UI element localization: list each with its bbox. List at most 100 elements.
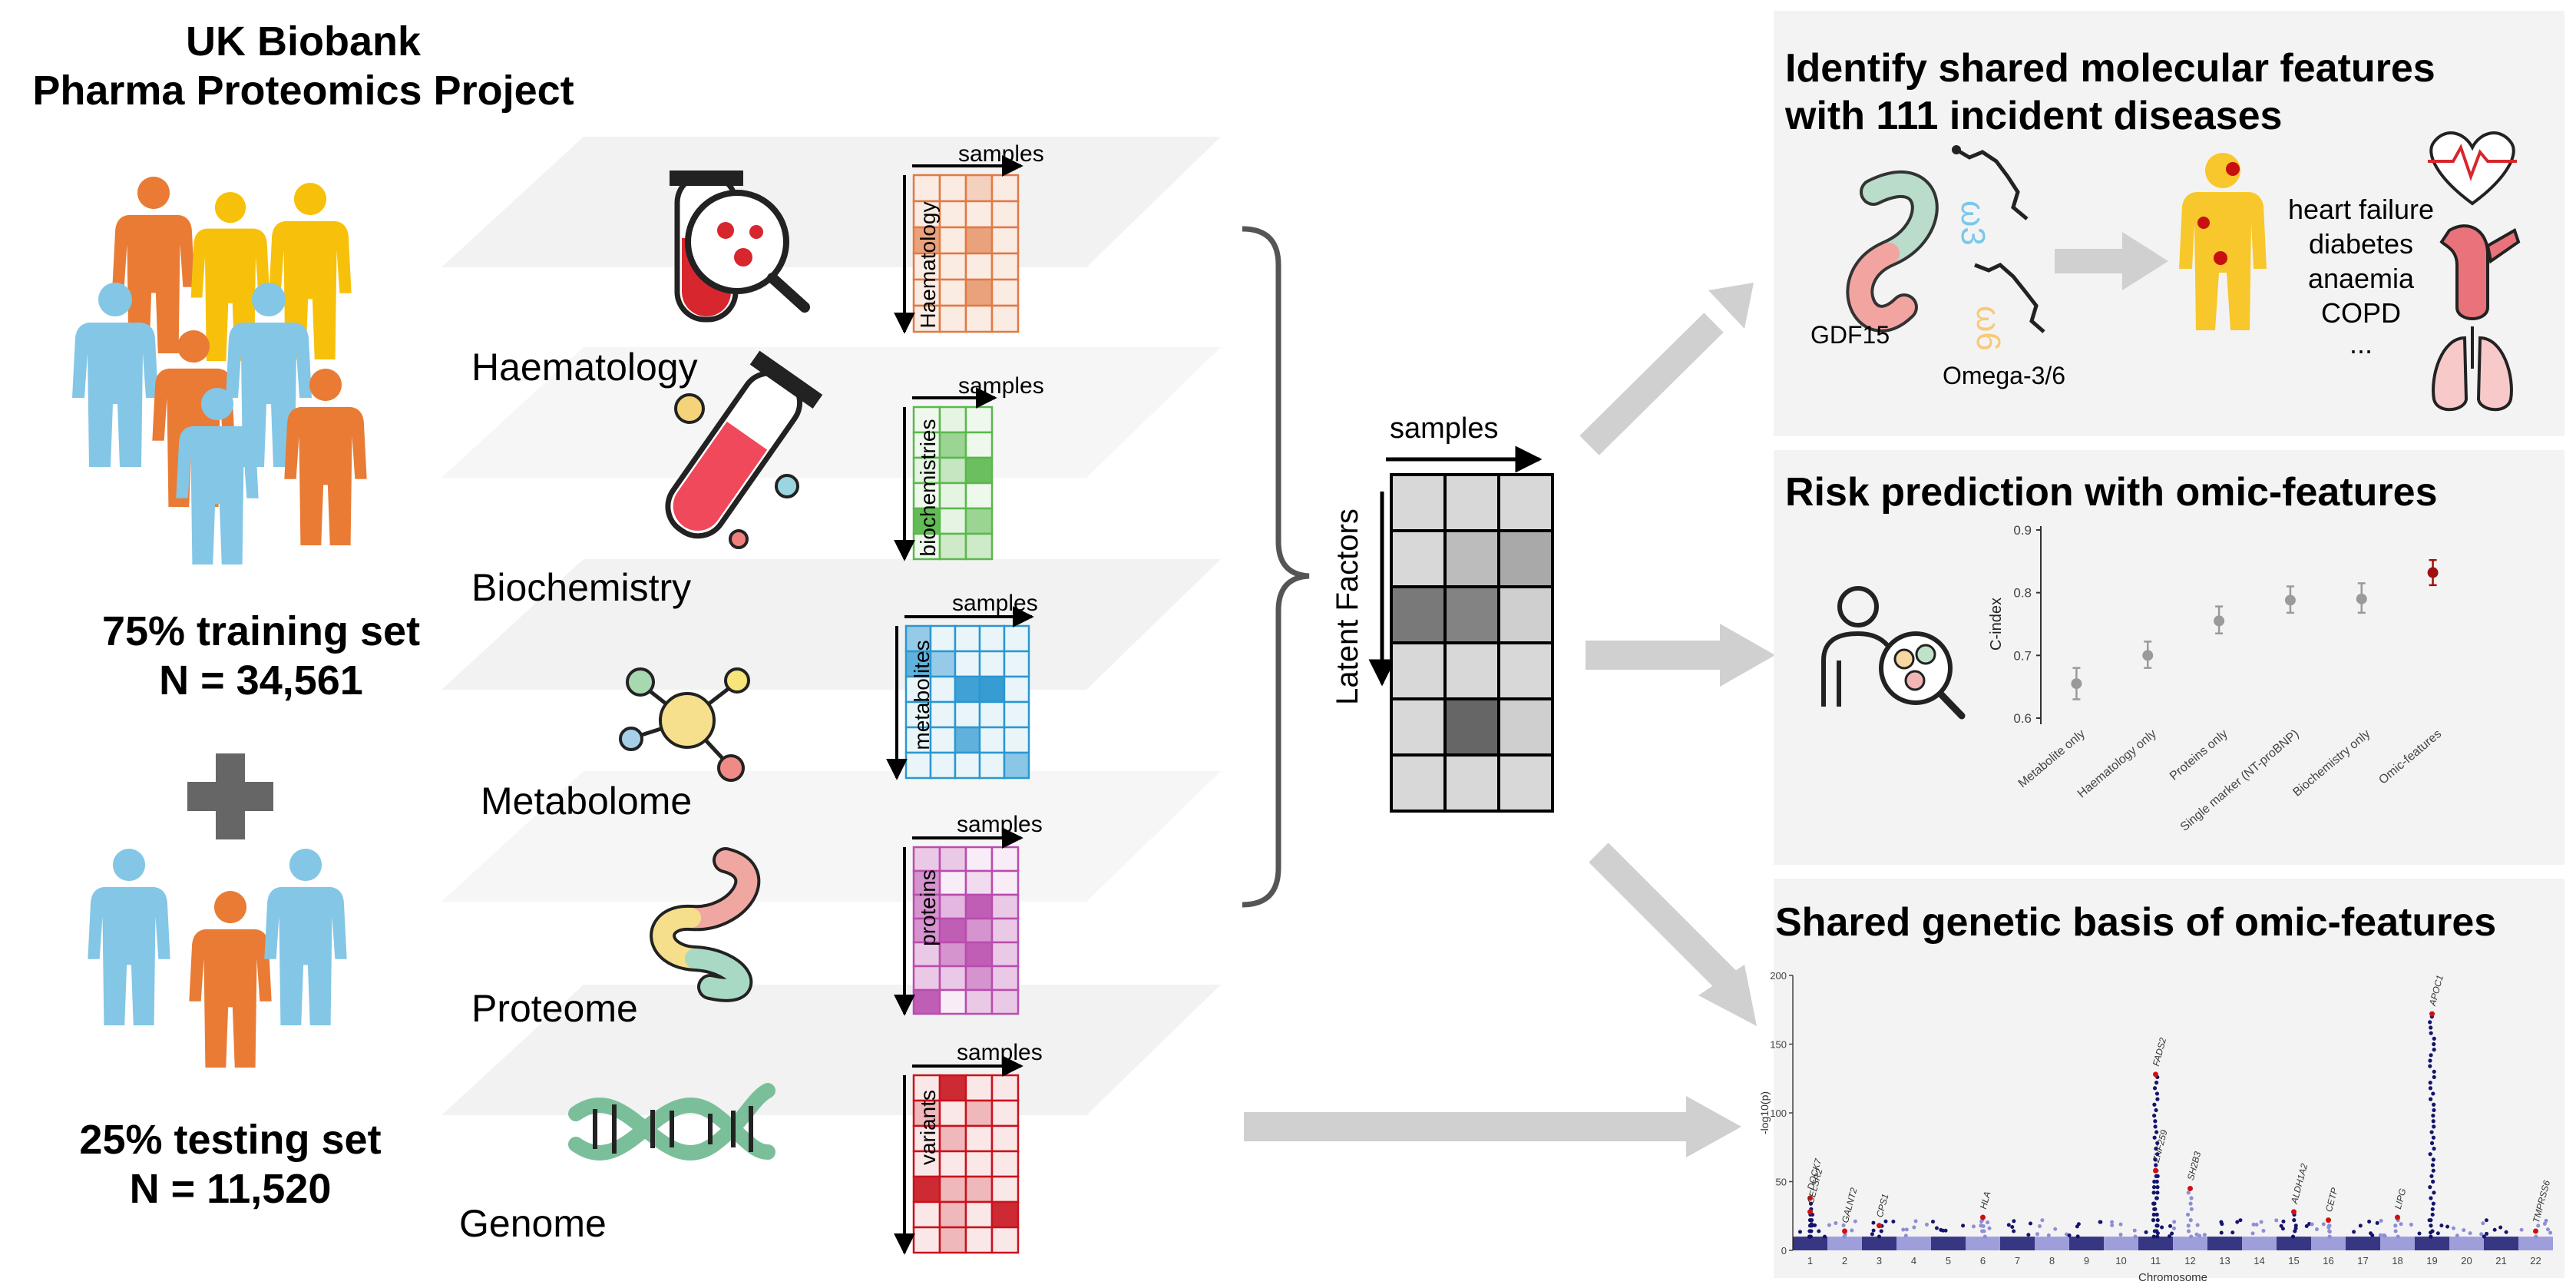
snp-point	[2219, 1220, 2224, 1224]
matrix-cell	[912, 917, 941, 944]
matrix-cell	[978, 675, 1006, 704]
matrix-cell	[964, 1099, 994, 1127]
snp-point	[2431, 1091, 2435, 1096]
matrix-cell	[929, 700, 957, 729]
snp-point	[2153, 1207, 2158, 1211]
snp-point	[2235, 1220, 2240, 1224]
snp-band	[1931, 1237, 1966, 1250]
y-tick-label: 0.8	[2013, 586, 2032, 601]
snp-point	[2327, 1234, 2332, 1239]
snp-point	[2327, 1223, 2332, 1228]
snp-point	[2445, 1224, 2450, 1229]
snp-point	[1971, 1224, 1976, 1229]
chromosome-label: 7	[2015, 1255, 2020, 1266]
matrix-cell	[964, 1226, 994, 1254]
snp-point	[2428, 1086, 2433, 1091]
chromosome-label: 10	[2115, 1255, 2126, 1266]
snp-point	[2314, 1227, 2319, 1232]
snp-point	[2194, 1232, 2199, 1237]
snp-point	[2430, 1163, 2435, 1167]
snp-point	[1797, 1230, 1802, 1234]
matrix-cell	[964, 1175, 994, 1204]
snp-point	[2432, 1069, 2436, 1074]
snp-point	[2195, 1223, 2200, 1227]
snp-band	[2518, 1237, 2553, 1250]
matrix-cell	[938, 532, 967, 561]
matrix-cell	[929, 751, 957, 780]
person-icon	[176, 387, 259, 565]
snp-point	[2429, 1234, 2433, 1239]
layer-axis-metabolome: samples	[952, 591, 1038, 616]
lead-snp	[1807, 1209, 1813, 1215]
matrix-cell	[990, 965, 1020, 992]
latent-cell	[1390, 753, 1447, 813]
chromosome-label: 16	[2323, 1255, 2333, 1266]
matrix-cell	[938, 431, 967, 459]
snp-point	[2484, 1218, 2488, 1223]
matrix-cell	[990, 252, 1020, 281]
matrix-cell	[964, 507, 994, 535]
matrix-cell	[938, 846, 967, 872]
snp-point	[2152, 1086, 2158, 1091]
chromosome-label: 1	[1807, 1255, 1813, 1266]
matrix-cell	[938, 988, 967, 1015]
snp-point	[2485, 1231, 2489, 1236]
matrix-cell	[1003, 700, 1030, 729]
matrix-cell	[938, 869, 967, 896]
lead-snp	[2291, 1209, 2297, 1215]
snp-point	[2118, 1233, 2123, 1237]
matrix-cell	[912, 1074, 941, 1102]
snp-point	[1810, 1223, 1814, 1228]
snp-point	[2006, 1223, 2011, 1227]
matrix-cell	[978, 751, 1006, 780]
matrix-cell	[938, 304, 967, 333]
matrix-cell	[990, 278, 1020, 307]
title-line-1: UK Biobank	[186, 18, 422, 65]
snp-point	[2428, 1058, 2432, 1063]
y-tick-label: 50	[1776, 1177, 1787, 1188]
snp-point	[2432, 1048, 2436, 1052]
snp-point	[2431, 1113, 2435, 1118]
matrix-cell	[990, 917, 1020, 944]
snp-point	[2429, 1174, 2434, 1178]
disease-item-more: ...	[2349, 328, 2373, 359]
matrix-cell	[990, 174, 1020, 203]
matrix-cell	[938, 1150, 967, 1178]
snp-point	[1871, 1228, 1876, 1233]
latent-cell	[1443, 753, 1500, 813]
matrix-cell	[964, 456, 994, 485]
layer-matrix	[886, 606, 1034, 780]
test-tube-magnifier-icon	[670, 171, 810, 323]
omega-label: Omega-3/6	[1943, 362, 2065, 389]
snp-point	[2144, 1230, 2148, 1234]
snp-point	[2155, 1218, 2160, 1223]
disease-item-copd: COPD	[2321, 297, 2401, 329]
chromosome-label: 15	[2288, 1255, 2299, 1266]
chromosome-label: 17	[2357, 1255, 2368, 1266]
snp-point	[2429, 1031, 2433, 1035]
snp-point	[2189, 1234, 2194, 1239]
matrix-cell	[912, 406, 941, 434]
snp-band	[2000, 1237, 2035, 1250]
snp-point	[1834, 1221, 1838, 1226]
snp-point	[2075, 1224, 2079, 1229]
y-tick-label: 150	[1770, 1039, 1787, 1051]
matrix-cell	[990, 226, 1020, 255]
layer-plane	[441, 771, 1221, 902]
matrix-cell	[1003, 624, 1030, 653]
snp-point	[1939, 1227, 1943, 1232]
data-point	[2071, 678, 2082, 690]
snp-point	[2037, 1224, 2042, 1229]
matrix-cell	[1003, 675, 1030, 704]
snp-point	[2429, 1223, 2433, 1228]
snp-point	[2409, 1223, 2413, 1227]
y-tick-label: 100	[1770, 1108, 1787, 1119]
matrix-cell	[990, 893, 1020, 920]
matrix-cell	[964, 532, 994, 561]
snp-point	[1883, 1219, 1888, 1223]
latent-cell	[1497, 473, 1554, 532]
matrix-cell	[964, 1150, 994, 1178]
snp-point	[2370, 1233, 2375, 1237]
